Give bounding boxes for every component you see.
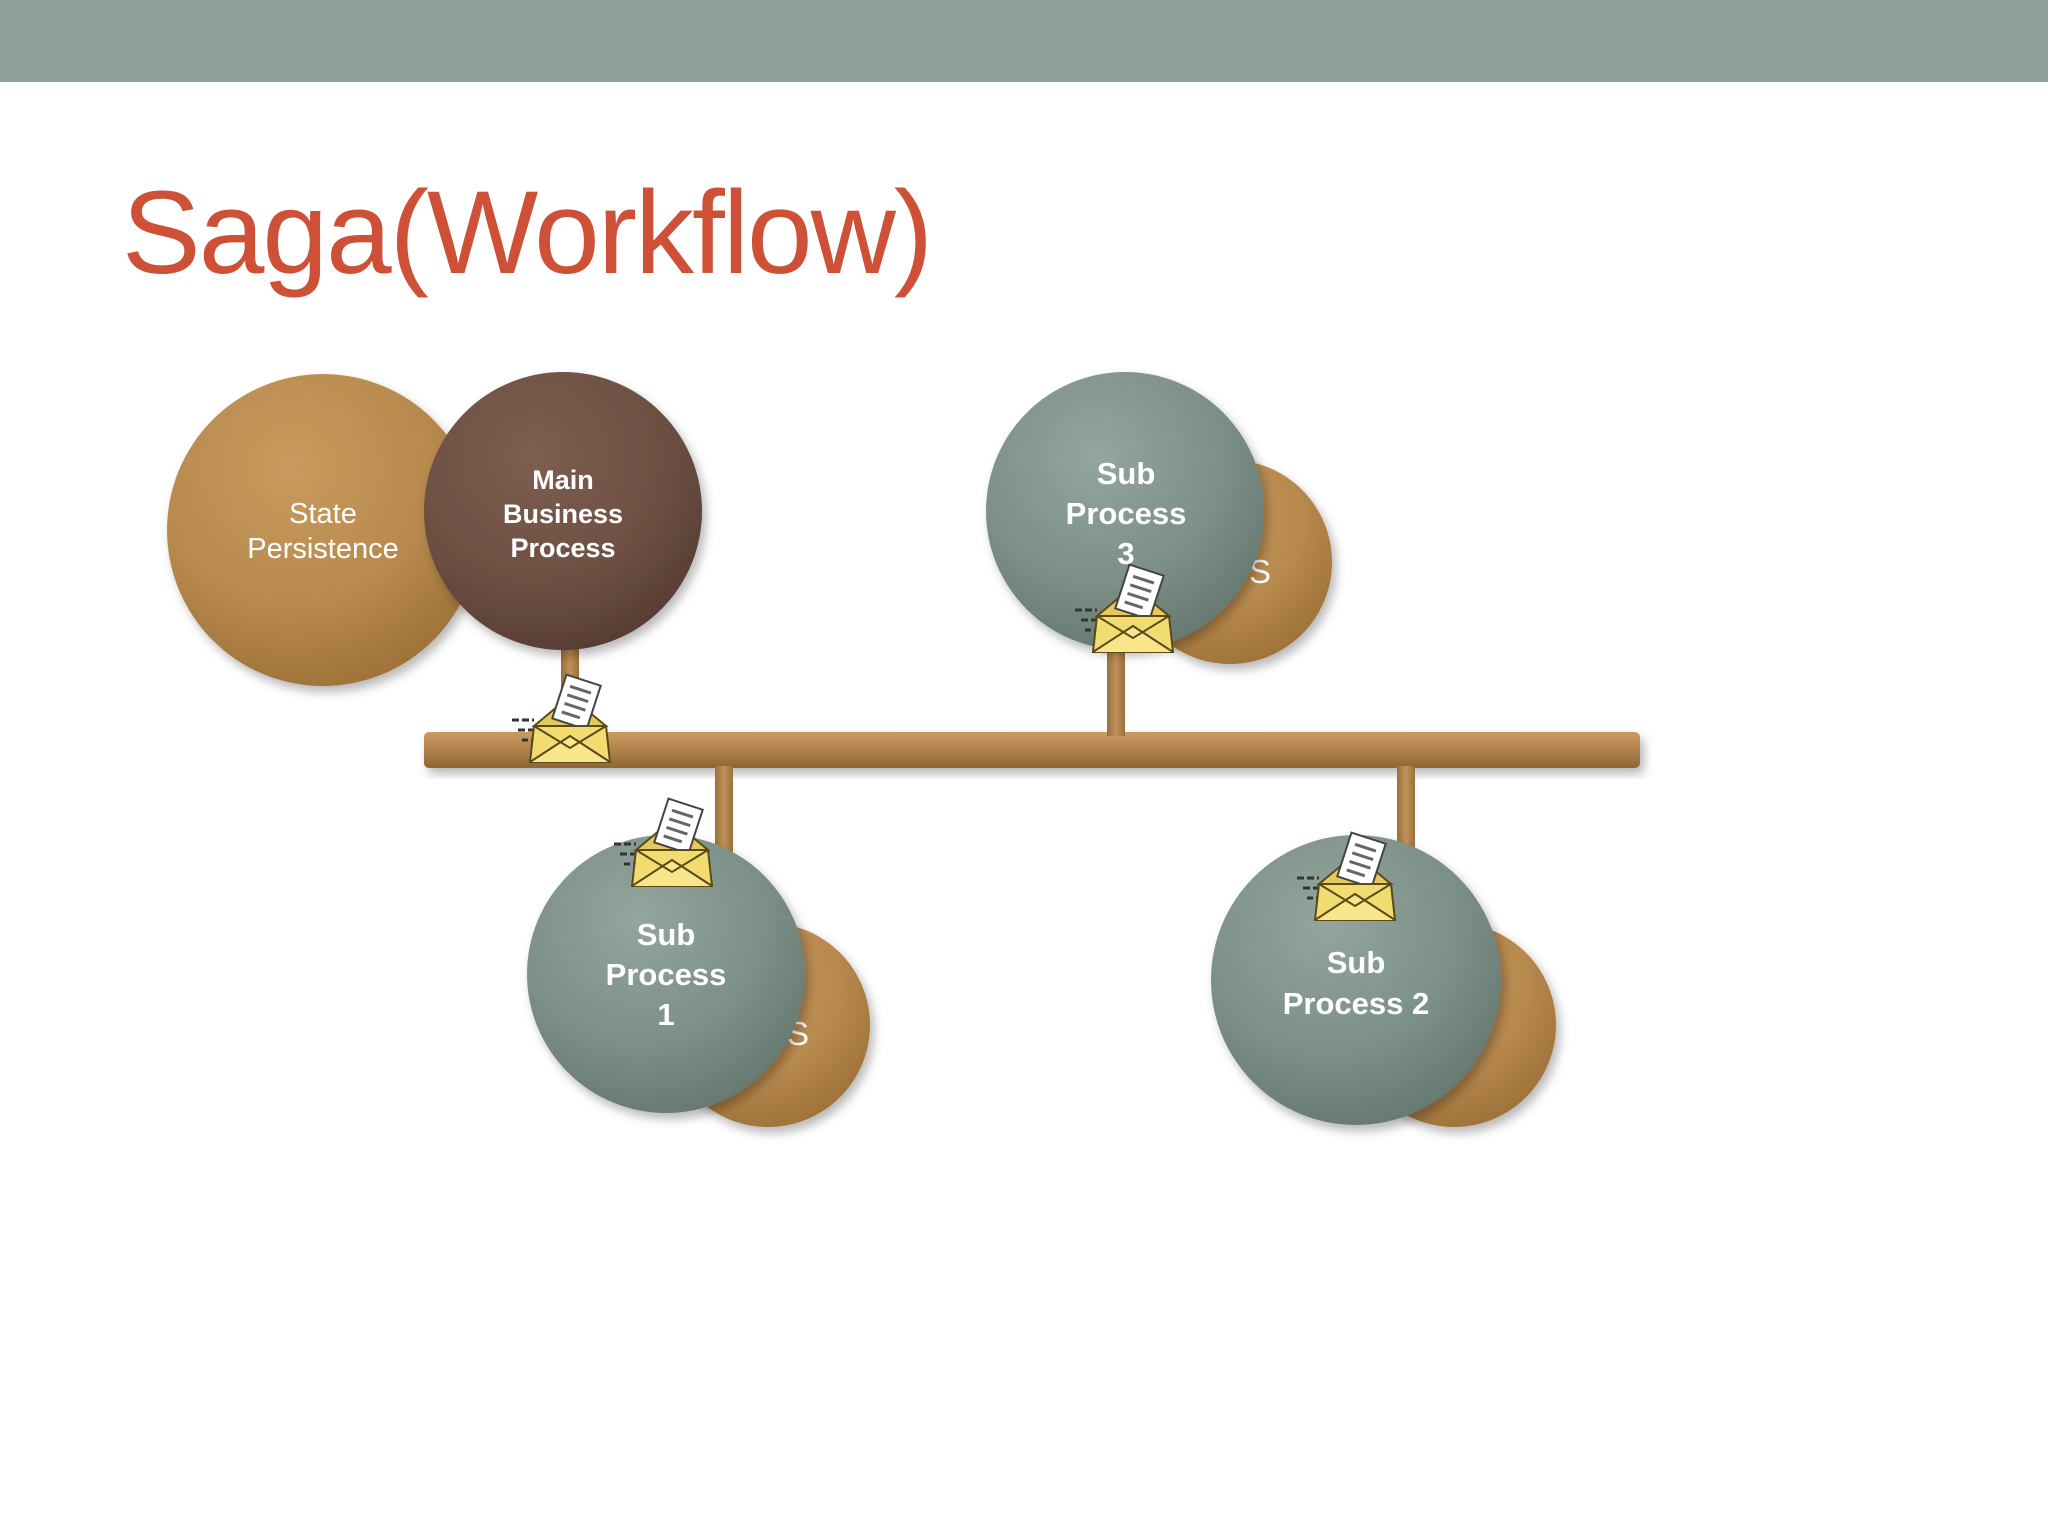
message-bus [424,732,1640,768]
sub-process-1-node: S Sub Process 1 [527,835,870,1127]
sub-process-1-label-line-2: Process [606,957,727,992]
state-persistence-node: State Persistence [167,374,479,686]
slide-title: Saga(Workflow) [122,167,933,299]
sub-process-3-label-line-1: Sub [1097,456,1156,491]
sub-process-1-label-line-1: Sub [637,917,696,952]
sub-process-2-label-line-1: Sub [1327,945,1386,980]
state-persistence-label-line-2: Persistence [247,533,399,565]
main-business-process-node: Main Business Process [424,372,702,650]
state-persistence-label-line-1: State [289,498,357,530]
main-process-label-line-3: Process [510,533,615,563]
sub-process-3-label-line-3: 3 [1117,536,1134,571]
main-process-label-line-2: Business [503,499,623,529]
slide-top-bar [0,0,2048,82]
main-process-label-line-1: Main [532,465,594,495]
sub-process-2-label-line-2: Process 2 [1283,986,1430,1021]
sub-process-2-node: Sub Process 2 [1211,835,1556,1127]
sub-process-3-connector [1107,640,1125,736]
sub-process-3-behind-label: S [1249,553,1271,590]
sub-process-3-label-line-2: Process [1066,496,1187,531]
sub-process-3-node: S Sub Process 3 [986,372,1332,664]
sub-process-1-label-line-3: 1 [657,997,674,1032]
